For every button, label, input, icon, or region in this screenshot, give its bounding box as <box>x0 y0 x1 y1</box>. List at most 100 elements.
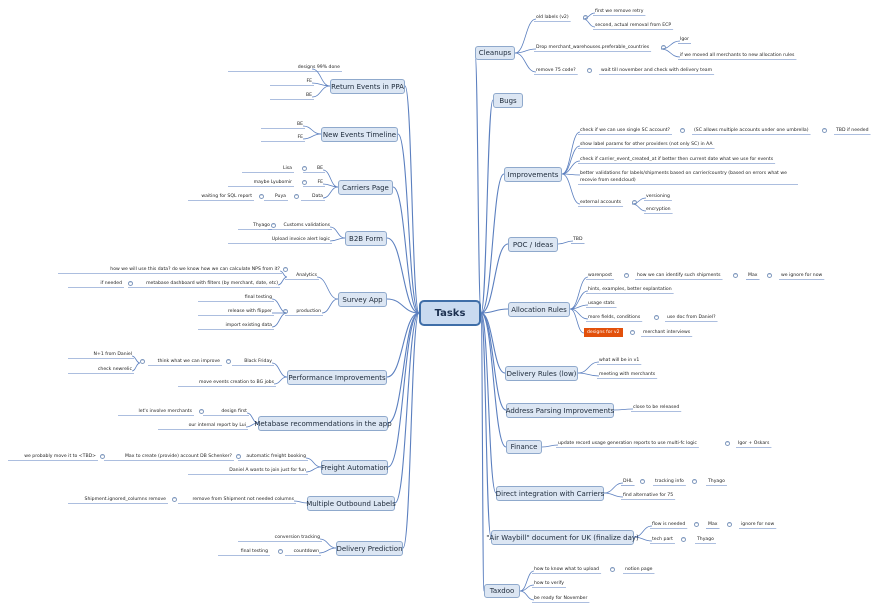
sub-analytics[interactable]: Analytics <box>296 273 317 278</box>
sub-dhl[interactable]: DHL <box>623 479 633 484</box>
sub-max-create[interactable]: Max to create (provide) account DB Schen… <box>124 454 232 459</box>
sub-use-doc-daniel[interactable]: use doc from Daniel? <box>667 315 716 320</box>
sub-show-label-params[interactable]: show label params for other providers (n… <box>580 142 713 147</box>
sub-wait-till[interactable]: wait till november and check with delive… <box>601 68 713 73</box>
sub-black-friday[interactable]: Black Friday <box>244 359 272 364</box>
sub-check-single-sc[interactable]: check if we can use single SC account? <box>580 128 670 133</box>
collapse-icon[interactable]: − <box>294 194 299 199</box>
sub-be-1[interactable]: BE <box>305 93 312 98</box>
collapse-icon[interactable]: − <box>100 454 105 459</box>
sub-be-ready[interactable]: be ready for November <box>534 596 588 601</box>
sub-final-testing-2[interactable]: final testing <box>240 549 268 554</box>
collapse-icon[interactable]: − <box>630 330 635 335</box>
sub-first-remove-retry[interactable]: first we remove retry <box>595 9 644 14</box>
collapse-icon[interactable]: − <box>610 567 615 572</box>
sub-release-flipper[interactable]: release with flipper <box>227 309 272 314</box>
branch-freight-automation[interactable]: Freight Automation <box>321 460 388 475</box>
sub-if-needed[interactable]: if needed <box>100 281 122 286</box>
sub-ignored-columns[interactable]: Shipment.ignored_columns remove <box>84 497 166 502</box>
branch-new-events-timeline[interactable]: New Events Timeline <box>321 127 398 142</box>
sub-sc-allows[interactable]: (SC allows multiple accounts under one u… <box>694 128 809 133</box>
sub-tracking-info[interactable]: tracking info <box>655 479 684 484</box>
sub-thyago-2[interactable]: Thyago <box>697 537 714 542</box>
sub-how-to-know[interactable]: how to know what to upload <box>534 567 600 572</box>
branch-b2b-form[interactable]: B2B Form <box>345 231 387 246</box>
collapse-icon[interactable]: − <box>681 537 686 542</box>
collapse-icon[interactable]: − <box>654 315 659 320</box>
collapse-icon[interactable]: − <box>587 68 592 73</box>
collapse-icon[interactable]: − <box>259 194 264 199</box>
sub-fe-3[interactable]: FE <box>317 180 323 185</box>
sub-old-labels[interactable]: old labels (v2) <box>536 15 569 20</box>
collapse-icon[interactable]: − <box>624 273 629 278</box>
branch-outbound-labels[interactable]: Multiple Outbound Labels <box>306 496 396 511</box>
branch-address-parsing[interactable]: Address Parsing Improvements <box>506 403 614 418</box>
sub-external-accounts[interactable]: external accounts <box>580 200 622 205</box>
sub-auto-freight[interactable]: automatic freight booking <box>246 454 306 459</box>
branch-survey-app[interactable]: Survey App <box>338 292 387 307</box>
sub-warenpost[interactable]: warenpost <box>588 273 613 278</box>
sub-second-removal[interactable]: second, actual removal from ECP <box>595 23 672 28</box>
sub-update-record[interactable]: update record usage generation reports t… <box>558 441 697 446</box>
sub-tech-part[interactable]: tech part <box>652 537 673 542</box>
branch-delivery-prediction[interactable]: Delivery Prediction <box>336 541 403 556</box>
collapse-icon[interactable]: − <box>278 549 283 554</box>
sub-drop-merchant[interactable]: Drop merchant_warehouses.preferable_coun… <box>536 45 650 50</box>
sub-conversion[interactable]: conversion tracking <box>274 535 320 540</box>
collapse-icon[interactable]: − <box>822 128 827 133</box>
branch-delivery-rules[interactable]: Delivery Rules (low) <box>505 366 578 381</box>
sub-puya[interactable]: Puya <box>274 194 286 199</box>
sub-lets-involve[interactable]: let's involve merchants <box>138 409 192 414</box>
sub-ignore-now[interactable]: ignore for now <box>741 522 775 527</box>
sub-meeting-merchants[interactable]: meeting with merchants <box>599 372 656 377</box>
sub-usage-stats[interactable]: usage stats <box>588 301 615 306</box>
sub-designs-99[interactable]: designs 99% done <box>297 65 340 70</box>
collapse-icon[interactable]: − <box>140 359 145 364</box>
sub-daniel-join[interactable]: Daniel A wants to join just for fun <box>229 468 306 473</box>
sub-fe-1[interactable]: FE <box>306 79 312 84</box>
sub-notion-page[interactable]: notion page <box>625 567 653 572</box>
branch-poc-ideas[interactable]: POC / Ideas <box>508 237 558 252</box>
branch-direct-integration[interactable]: Direct integration with Carriers <box>496 486 604 501</box>
sub-if-moved[interactable]: if we moved all merchants to new allocat… <box>680 53 795 58</box>
collapse-icon[interactable]: − <box>694 522 699 527</box>
sub-think-improve[interactable]: think what we can improve <box>157 359 220 364</box>
collapse-icon[interactable]: − <box>583 15 588 20</box>
sub-how-verify[interactable]: how to verify <box>534 581 564 586</box>
sub-what-in-v1[interactable]: what will be in v1 <box>599 358 640 363</box>
collapse-icon[interactable]: − <box>727 522 732 527</box>
sub-move-events[interactable]: move events creation to BG jobs <box>198 380 274 385</box>
sub-max-2[interactable]: Max <box>708 522 718 527</box>
sub-maybe-lyubomir[interactable]: maybe Lyubomir <box>253 180 292 185</box>
branch-return-events[interactable]: Return Events in PPA <box>330 79 405 94</box>
sub-metabase-dash[interactable]: metabase dashboard with filters (by merc… <box>146 281 278 286</box>
sub-versioning[interactable]: versioning <box>646 194 670 199</box>
sub-thyago-1[interactable]: Thyago <box>708 479 725 484</box>
sub-probably-move[interactable]: we probably move it to <TBD> <box>24 454 96 459</box>
collapse-icon[interactable]: − <box>283 309 288 314</box>
branch-carriers-page[interactable]: Carriers Page <box>338 180 393 195</box>
branch-air-waybill[interactable]: "Air Waybill" document for UK (finalize … <box>486 530 639 545</box>
sub-countdown[interactable]: countdown <box>293 549 319 554</box>
branch-improvements[interactable]: Improvements <box>504 167 562 182</box>
collapse-icon[interactable]: − <box>236 454 241 459</box>
collapse-icon[interactable]: − <box>733 273 738 278</box>
sub-remove-75[interactable]: remove 75 code? <box>536 68 576 73</box>
sub-remove-columns[interactable]: remove from Shipment not needed columns <box>192 497 294 502</box>
branch-finance[interactable]: Finance <box>506 440 542 454</box>
sub-igor-oskars[interactable]: Igor + Oskars <box>738 441 770 446</box>
collapse-icon[interactable]: − <box>302 180 307 185</box>
sub-production[interactable]: production <box>296 309 321 314</box>
sub-designs-v2-highlight[interactable]: designs for v2 <box>584 328 623 337</box>
branch-cleanups[interactable]: Cleanups <box>475 46 515 60</box>
collapse-icon[interactable]: − <box>271 223 276 228</box>
sub-merchant-interviews[interactable]: merchant interviews <box>643 330 691 335</box>
sub-design-first[interactable]: design first <box>221 409 247 414</box>
sub-max-1[interactable]: Max <box>748 273 758 278</box>
sub-check-carrier-event[interactable]: check if carrier_event_created_at if bet… <box>580 157 774 162</box>
branch-taxdoo[interactable]: Taxdoo <box>484 584 520 598</box>
collapse-icon[interactable]: − <box>680 128 685 133</box>
sub-how-identify[interactable]: how we can identify such shipments <box>637 273 721 278</box>
sub-be-2[interactable]: BE <box>296 122 303 127</box>
collapse-icon[interactable]: − <box>199 409 204 414</box>
